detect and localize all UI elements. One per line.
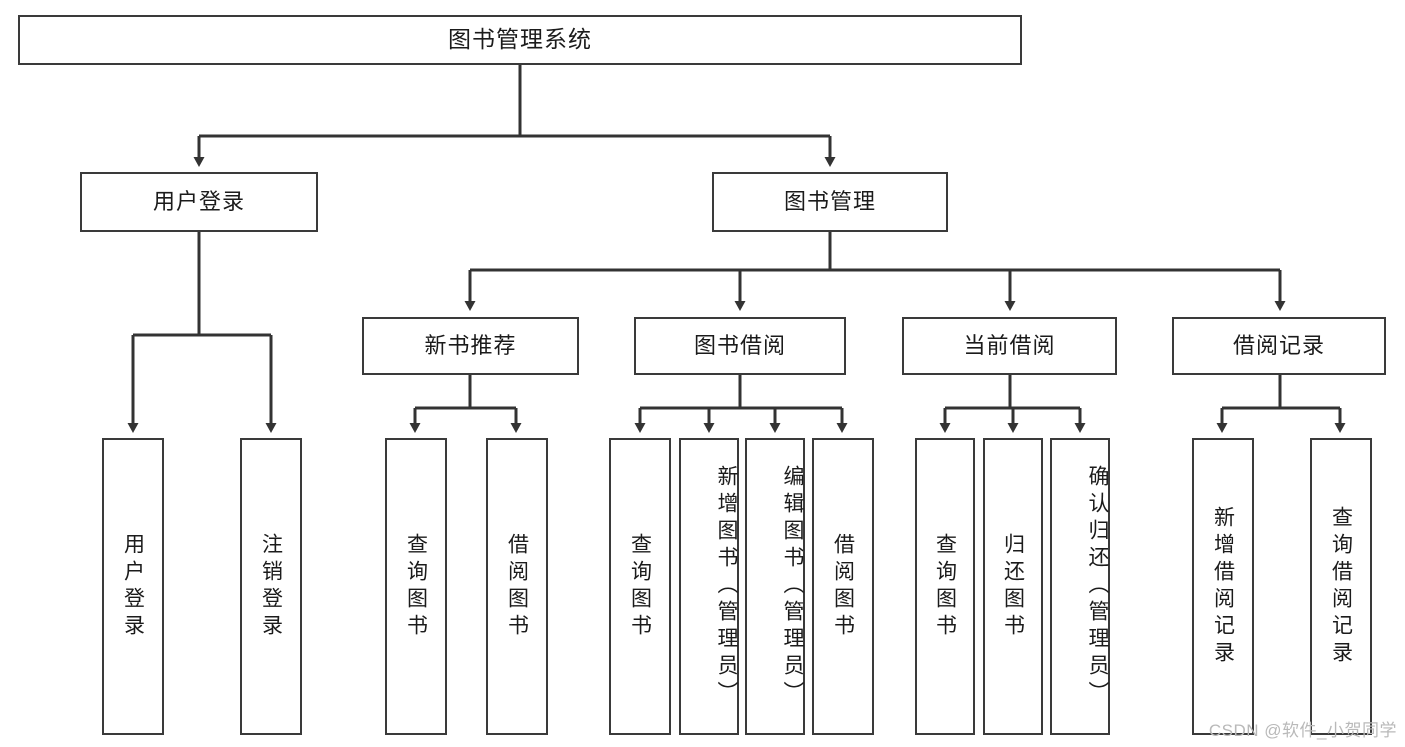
- leaf-user-login-login[interactable]: 用户登录: [102, 438, 164, 735]
- node-new-book-recommend-label: 新书推荐: [424, 332, 517, 358]
- leaf-user-login-login-label: 用户登录: [121, 532, 145, 641]
- node-user-login[interactable]: 用户登录: [80, 172, 318, 232]
- leaf-current-borrow-query-label: 查询图书: [933, 532, 957, 641]
- node-user-login-label: 用户登录: [152, 188, 245, 214]
- node-current-borrow-label: 当前借阅: [963, 332, 1056, 358]
- leaf-current-borrow-confirm-label: 确认归还（管理员）: [1086, 465, 1109, 708]
- leaf-book-borrow-edit[interactable]: 编辑图书（管理员）: [745, 438, 805, 735]
- node-root-system[interactable]: 图书管理系统: [18, 15, 1022, 65]
- leaf-book-borrow-borrow[interactable]: 借阅图书: [812, 438, 874, 735]
- leaf-current-borrow-confirm[interactable]: 确认归还（管理员）: [1050, 438, 1110, 735]
- leaf-user-login-logout-label: 注销登录: [259, 532, 283, 641]
- leaf-book-borrow-add-label: 新增图书（管理员）: [715, 465, 738, 708]
- leaf-borrow-record-add-label: 新增借阅记录: [1211, 505, 1235, 668]
- node-book-management-label: 图书管理: [783, 188, 876, 214]
- leaf-user-login-logout[interactable]: 注销登录: [240, 438, 302, 735]
- leaf-borrow-record-query[interactable]: 查询借阅记录: [1310, 438, 1372, 735]
- node-book-borrow-label: 图书借阅: [693, 332, 786, 358]
- leaf-new-book-query-label: 查询图书: [404, 532, 428, 641]
- leaf-book-borrow-borrow-label: 借阅图书: [831, 532, 855, 641]
- node-root-system-label: 图书管理系统: [448, 26, 592, 53]
- leaf-new-book-query[interactable]: 查询图书: [385, 438, 447, 735]
- node-book-borrow[interactable]: 图书借阅: [634, 317, 846, 375]
- leaf-book-borrow-edit-label: 编辑图书（管理员）: [781, 465, 804, 708]
- node-borrow-record-label: 借阅记录: [1232, 332, 1325, 358]
- leaf-new-book-borrow-label: 借阅图书: [505, 532, 529, 641]
- node-new-book-recommend[interactable]: 新书推荐: [362, 317, 579, 375]
- leaf-new-book-borrow[interactable]: 借阅图书: [486, 438, 548, 735]
- leaf-borrow-record-add[interactable]: 新增借阅记录: [1192, 438, 1254, 735]
- leaf-current-borrow-return-label: 归还图书: [1001, 532, 1025, 641]
- node-current-borrow[interactable]: 当前借阅: [902, 317, 1117, 375]
- node-book-management[interactable]: 图书管理: [712, 172, 948, 232]
- leaf-book-borrow-add[interactable]: 新增图书（管理员）: [679, 438, 739, 735]
- node-borrow-record[interactable]: 借阅记录: [1172, 317, 1386, 375]
- leaf-current-borrow-return[interactable]: 归还图书: [983, 438, 1043, 735]
- leaf-book-borrow-query-label: 查询图书: [628, 532, 652, 641]
- leaf-book-borrow-query[interactable]: 查询图书: [609, 438, 671, 735]
- leaf-current-borrow-query[interactable]: 查询图书: [915, 438, 975, 735]
- leaf-borrow-record-query-label: 查询借阅记录: [1329, 505, 1353, 668]
- csdn-watermark: CSDN @软件_小贺同学: [1208, 721, 1397, 740]
